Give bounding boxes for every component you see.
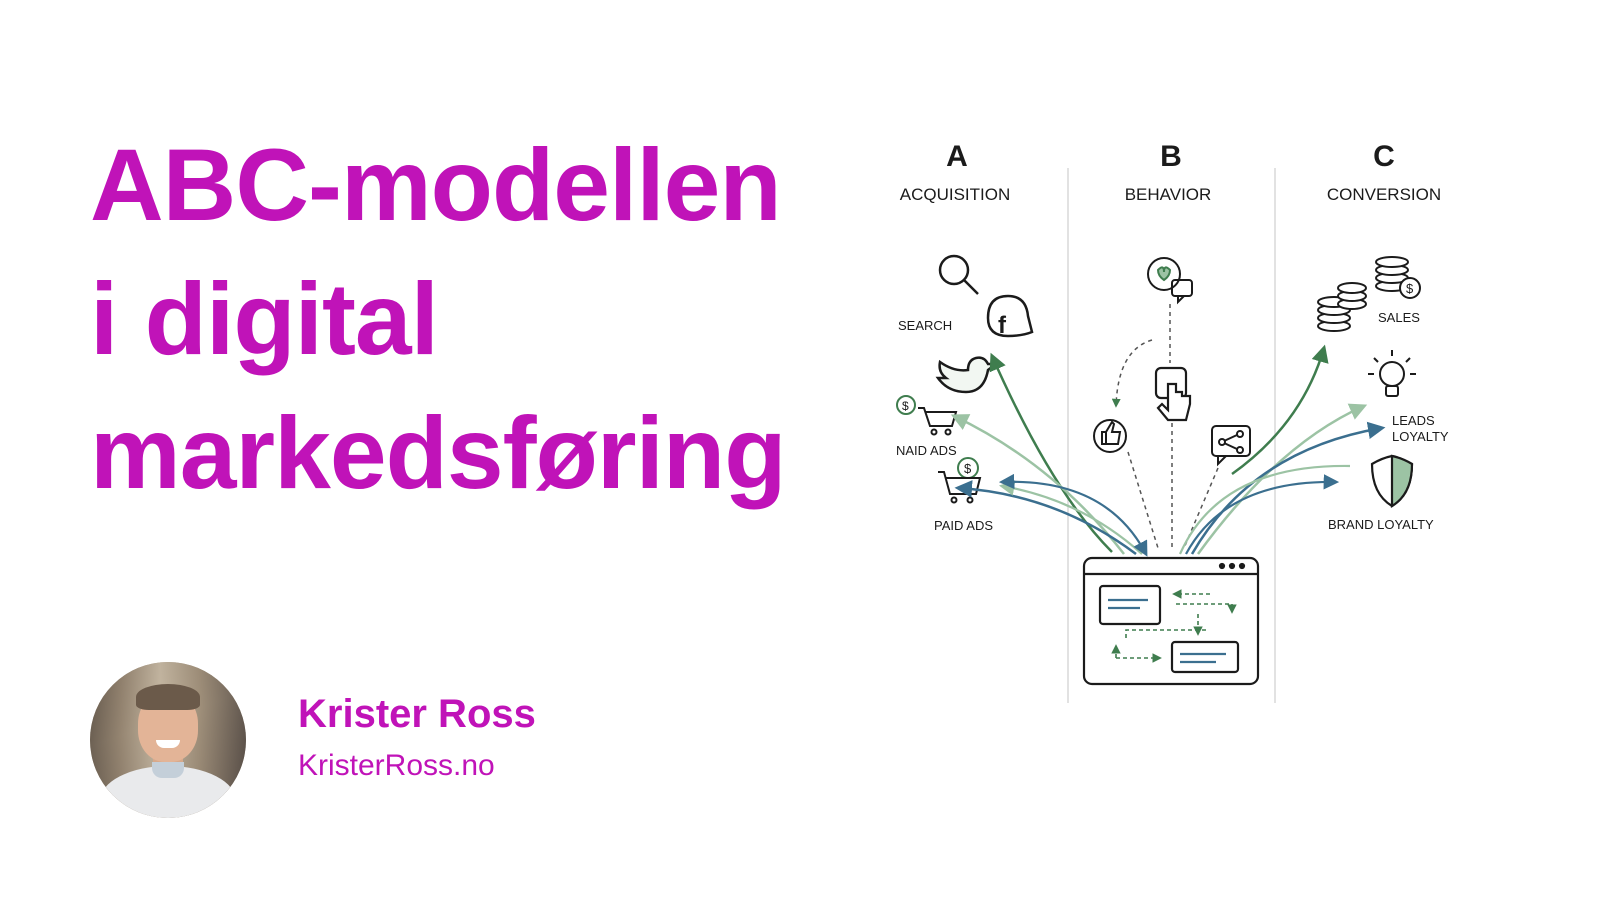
column-b-label: BEHAVIOR bbox=[1125, 185, 1212, 204]
coins-stack-icon: $ bbox=[1317, 256, 1421, 332]
column-c-letter: C bbox=[1373, 140, 1395, 173]
search-label: SEARCH bbox=[898, 318, 952, 333]
heart-chat-icon bbox=[1147, 257, 1193, 305]
paid-ads-label: PAID ADS bbox=[934, 518, 993, 533]
brand-loyalty-label: BRAND LOYALTY bbox=[1328, 517, 1434, 532]
author-name: Krister Ross bbox=[298, 692, 536, 736]
title-line-2: i digital bbox=[90, 262, 439, 376]
leads-label: LEADS bbox=[1392, 413, 1435, 428]
tap-hand-icon bbox=[1154, 366, 1192, 422]
svg-text:$: $ bbox=[902, 399, 909, 413]
sales-label: SALES bbox=[1378, 310, 1420, 325]
column-c-label: CONVERSION bbox=[1327, 185, 1441, 204]
website-window-icon bbox=[1082, 556, 1260, 686]
column-a-letter: A bbox=[946, 140, 968, 173]
share-chat-icon bbox=[1211, 425, 1251, 467]
loyalty-label: LOYALTY bbox=[1392, 429, 1449, 444]
shield-icon bbox=[1370, 454, 1414, 508]
naid-ads-label: NAID ADS bbox=[896, 443, 957, 458]
paid-ads-cart-icon: $ bbox=[938, 457, 982, 504]
svg-text:$: $ bbox=[964, 461, 972, 476]
search-icon bbox=[938, 254, 979, 295]
thumbs-up-icon bbox=[1093, 419, 1127, 453]
title-line-3: markedsføring bbox=[90, 396, 787, 510]
svg-text:$: $ bbox=[1406, 281, 1414, 296]
author-website: KristerRoss.no bbox=[298, 749, 495, 782]
avatar bbox=[90, 662, 246, 818]
lightbulb-icon bbox=[1368, 350, 1416, 397]
column-a-label: ACQUISITION bbox=[900, 185, 1011, 204]
title-line-1: ABC-modellen bbox=[90, 128, 782, 242]
page-title: ABC-modellen i digital markedsføring bbox=[90, 118, 880, 520]
abc-diagram: A ACQUISITION B BEHAVIOR C CONVERSION f … bbox=[880, 118, 1520, 718]
twitter-bird-icon bbox=[935, 356, 1000, 394]
svg-text:f: f bbox=[998, 312, 1007, 339]
naid-ads-cart-icon: $ bbox=[896, 395, 958, 436]
column-b-letter: B bbox=[1160, 140, 1182, 173]
facebook-icon: f bbox=[986, 294, 1034, 339]
